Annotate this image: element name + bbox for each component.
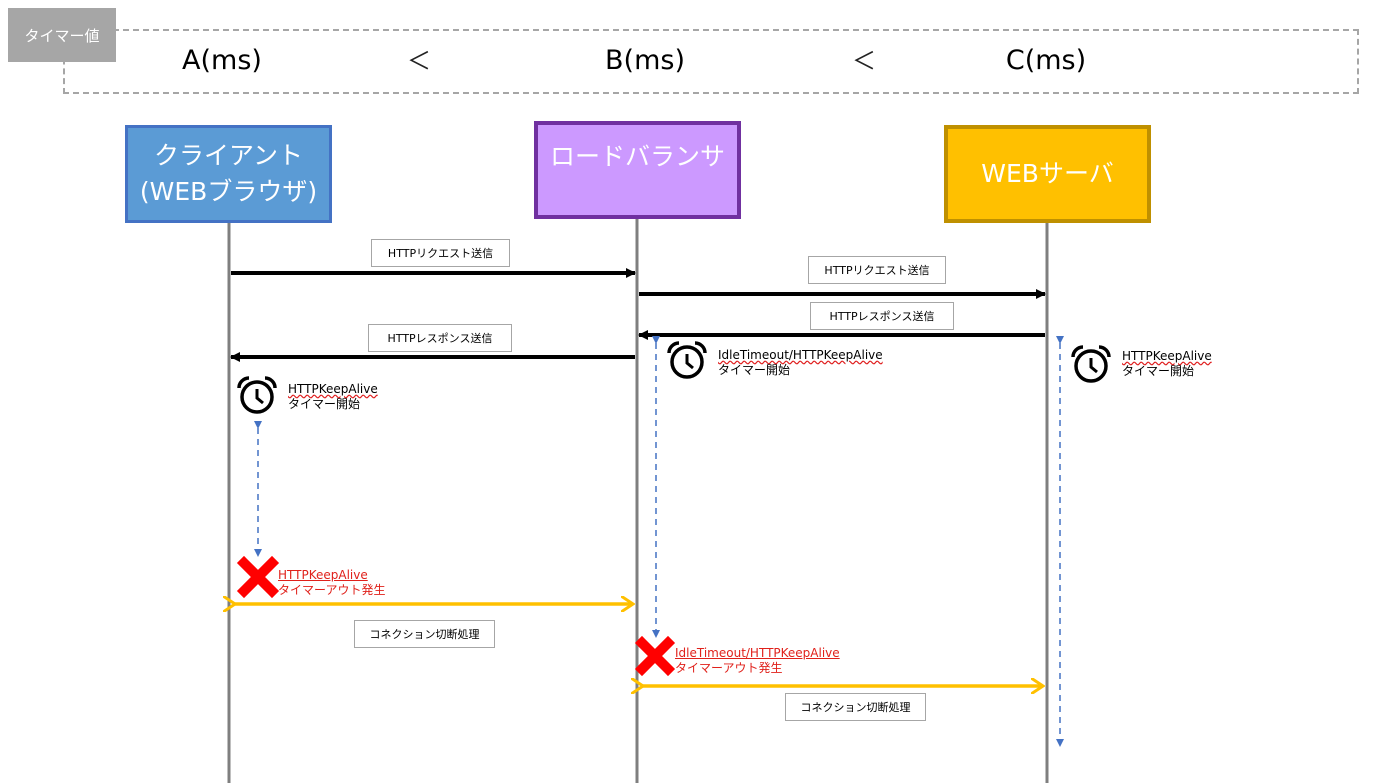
web-timer-start-line2: タイマー開始	[1122, 364, 1195, 378]
client-timeout-note: HTTPKeepAlive タイマーアウト発生	[278, 568, 386, 598]
lb-timeout-note: IdleTimeout/HTTPKeepAlive タイマーアウト発生	[675, 646, 840, 676]
client-actor: クライアント (WEBブラウザ)	[125, 125, 332, 223]
msg-http-request-2: HTTPリクエスト送信	[808, 256, 946, 284]
msg-disconnect-1: コネクション切断処理	[354, 620, 495, 648]
lb-timer-start-note: IdleTimeout/HTTPKeepAlive タイマー開始	[718, 348, 883, 378]
lb-timer-start-line2: タイマー開始	[718, 363, 791, 377]
web-timer-start-line1: HTTPKeepAlive	[1122, 349, 1212, 363]
web-server-actor: WEBサーバ	[944, 125, 1151, 223]
timer-c-label: C(ms)	[1005, 45, 1087, 76]
client-label-line1: クライアント	[153, 141, 303, 170]
timer-b-label: B(ms)	[605, 45, 685, 76]
web-timer-start-note: HTTPKeepAlive タイマー開始	[1122, 349, 1212, 379]
client-timeout-line2: タイマーアウト発生	[278, 583, 386, 597]
lb-timeout-line1: IdleTimeout/HTTPKeepAlive	[675, 646, 840, 660]
msg-http-response-web: HTTPレスポンス送信	[810, 302, 954, 330]
red-x-icon	[634, 635, 676, 677]
load-balancer-actor: ロードバランサ	[534, 121, 741, 219]
msg-http-response-lb: HTTPレスポンス送信	[368, 324, 512, 352]
alarm-clock-icon	[1071, 345, 1111, 383]
alarm-clock-icon	[667, 341, 707, 379]
lb-timer-start-line1: IdleTimeout/HTTPKeepAlive	[718, 348, 883, 362]
lb-timeout-line2: タイマーアウト発生	[675, 661, 783, 675]
timer-a-label: A(ms)	[182, 45, 262, 76]
timer-values-tag: タイマー値	[8, 8, 116, 62]
alarm-clock-icon	[237, 376, 277, 414]
client-timer-start-note: HTTPKeepAlive タイマー開始	[288, 382, 378, 412]
less-than-1: ＜	[407, 47, 431, 75]
client-label-line2: (WEBブラウザ)	[139, 177, 318, 206]
red-x-icon	[236, 555, 280, 599]
client-timeout-line1: HTTPKeepAlive	[278, 568, 368, 582]
web-label: WEBサーバ	[981, 159, 1114, 188]
client-timer-start-line1: HTTPKeepAlive	[288, 382, 378, 396]
msg-disconnect-2: コネクション切断処理	[785, 693, 926, 721]
less-than-2: ＜	[852, 47, 876, 75]
msg-http-request-1: HTTPリクエスト送信	[371, 239, 510, 267]
client-timer-start-line2: タイマー開始	[288, 397, 361, 411]
lb-label: ロードバランサ	[549, 142, 725, 171]
